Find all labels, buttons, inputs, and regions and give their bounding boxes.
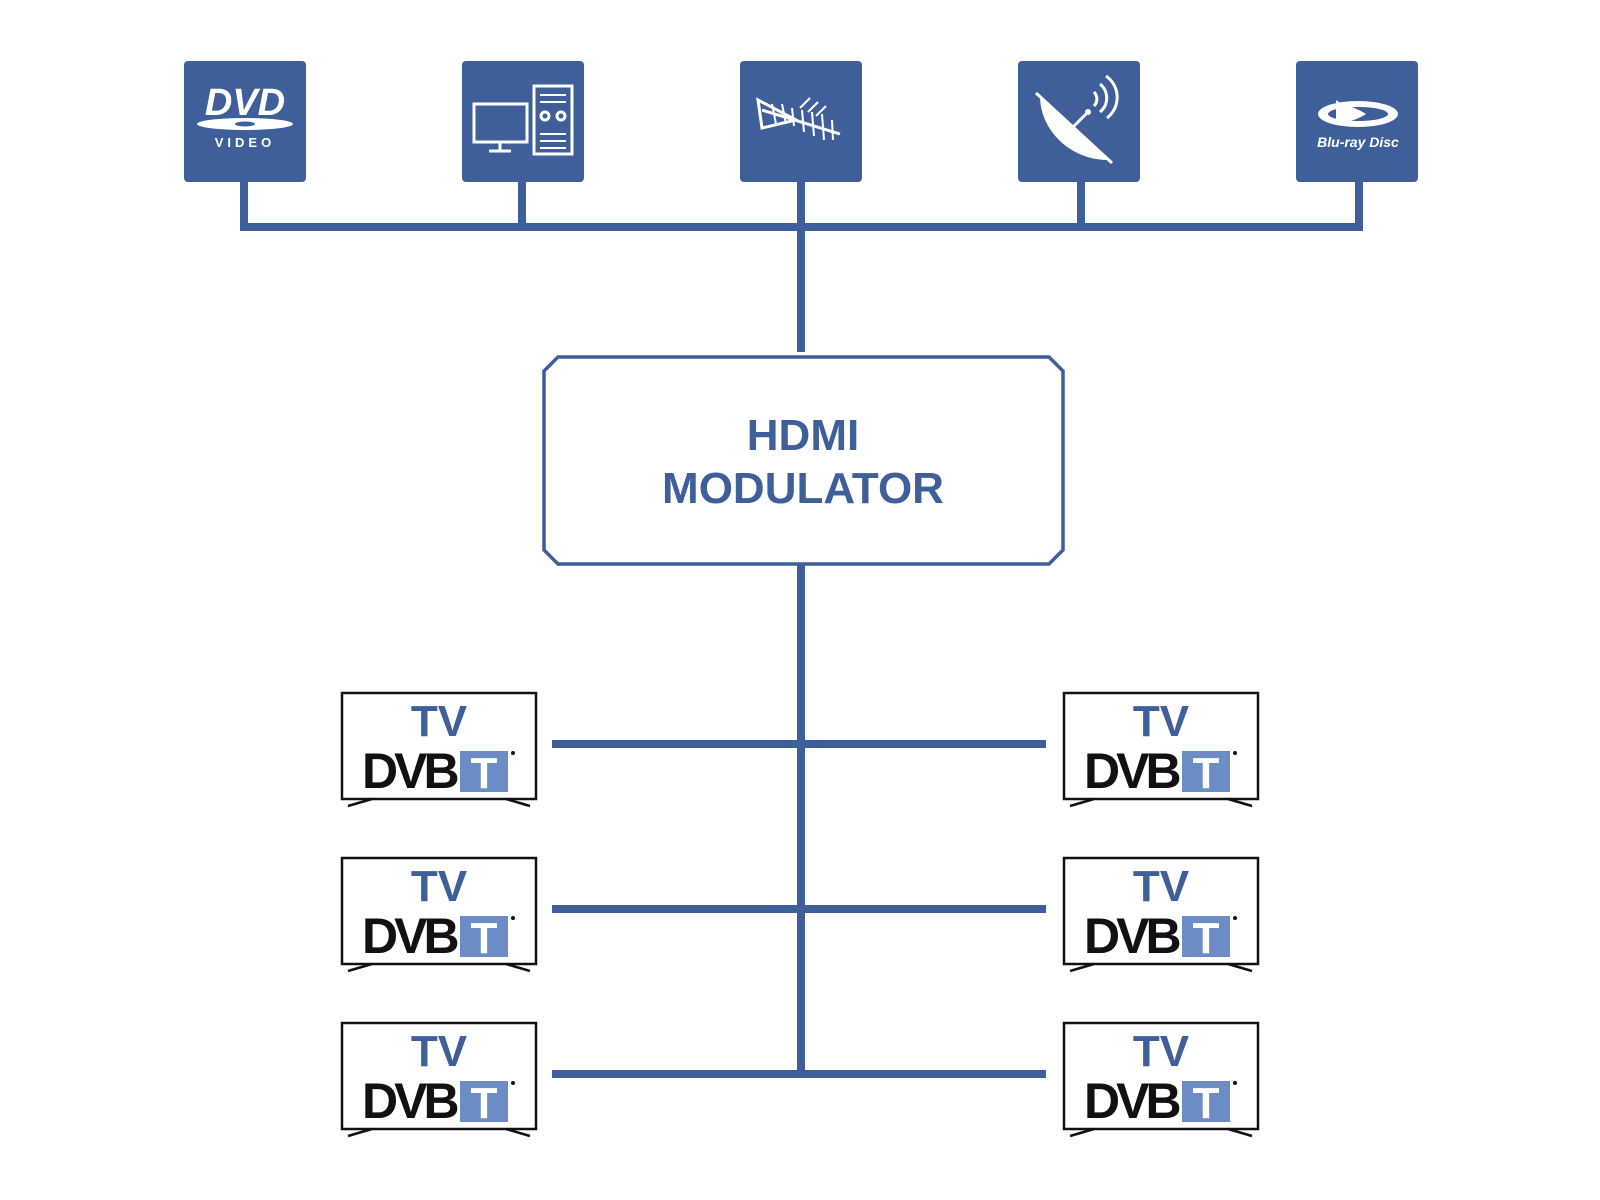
- dvb-t-badge: [1182, 1081, 1230, 1122]
- dvd-video-logo-icon: DVD VIDEO: [197, 82, 293, 150]
- dvb-t-badge: [460, 916, 508, 957]
- tv-stand-left: [1069, 797, 1095, 808]
- source-satellite: [1018, 61, 1140, 182]
- source-bluray: Blu-ray Disc: [1296, 61, 1418, 182]
- source-antenna: [740, 61, 862, 182]
- tv-stand-right: [1227, 797, 1253, 808]
- terrestrial-antenna-icon: [756, 97, 841, 141]
- tv-label: TV: [411, 1027, 468, 1076]
- tv-label: TV: [1133, 862, 1190, 911]
- satellite-dish-icon: [1034, 74, 1119, 165]
- tv-stand-left: [347, 962, 373, 973]
- registered-mark-icon: [511, 916, 515, 920]
- dvb-t-badge: [460, 1081, 508, 1122]
- tv-stand-right: [1227, 1127, 1253, 1138]
- bluray-logo-text: Blu-ray Disc: [1317, 134, 1399, 150]
- tv-stand-right: [505, 962, 531, 973]
- dvb-logo-text: DVB: [1084, 1073, 1179, 1129]
- tv-stand-left: [1069, 1127, 1095, 1138]
- registered-mark-icon: [1233, 916, 1237, 920]
- registered-mark-icon: [1233, 751, 1237, 755]
- tv-stand-right: [505, 797, 531, 808]
- source-dvd: DVD VIDEO: [184, 61, 306, 182]
- dvb-t-letter: T: [1193, 749, 1220, 798]
- computer-icon: [472, 84, 574, 156]
- tv-stand-left: [1069, 962, 1095, 973]
- registered-mark-icon: [511, 1081, 515, 1085]
- modulator-label-line2: MODULATOR: [662, 464, 944, 513]
- tv-label: TV: [411, 862, 468, 911]
- dvb-logo-text: DVB: [362, 908, 457, 964]
- modulator-label-line1: HDMI: [747, 411, 859, 460]
- registered-mark-icon: [511, 751, 515, 755]
- dvb-t-letter: T: [1193, 1079, 1220, 1128]
- tv-label: TV: [1133, 697, 1190, 746]
- tv-stand-left: [347, 1127, 373, 1138]
- dvd-video-text: VIDEO: [215, 135, 275, 150]
- dvb-t-letter: T: [471, 914, 498, 963]
- hdmi-modulator-box: HDMI MODULATOR: [542, 355, 1065, 566]
- dvb-t-letter: T: [471, 1079, 498, 1128]
- dvb-t-badge: [460, 751, 508, 792]
- source-computer: [462, 61, 584, 182]
- dvd-logo-text: DVD: [205, 82, 285, 124]
- dvb-t-letter: T: [471, 749, 498, 798]
- tv-label: TV: [1133, 1027, 1190, 1076]
- dvb-logo-text: DVB: [1084, 908, 1179, 964]
- bluray-disc-logo-icon: Blu-ray Disc: [1317, 100, 1399, 150]
- connection-lines: [240, 182, 1363, 1078]
- dvb-logo-text: DVB: [362, 743, 457, 799]
- dvb-t-badge: [1182, 751, 1230, 792]
- dvb-logo-text: DVB: [1084, 743, 1179, 799]
- tv-stand-right: [505, 1127, 531, 1138]
- dvb-t-badge: [1182, 916, 1230, 957]
- dvb-logo-text: DVB: [362, 1073, 457, 1129]
- tv-stand-right: [1227, 962, 1253, 973]
- registered-mark-icon: [1233, 1081, 1237, 1085]
- tv-label: TV: [411, 697, 468, 746]
- dvb-t-letter: T: [1193, 914, 1220, 963]
- tv-stand-left: [347, 797, 373, 808]
